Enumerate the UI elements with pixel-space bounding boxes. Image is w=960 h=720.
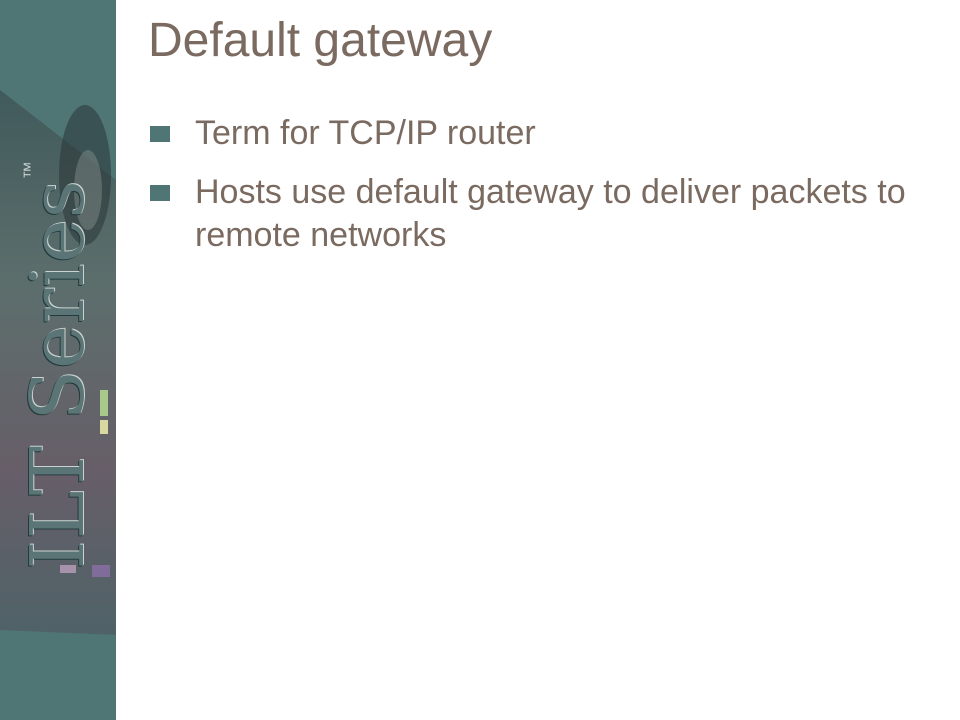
slide-title: Default gateway <box>148 14 493 67</box>
bullet-item: Hosts use default gateway to deliver pac… <box>150 171 930 257</box>
square-bullet-icon <box>150 185 170 202</box>
bullet-list: Term for TCP/IP router Hosts use default… <box>150 112 930 274</box>
banner-texture-graphic <box>0 90 116 635</box>
bullet-text: Term for TCP/IP router <box>195 114 536 152</box>
ilt-series-logo: ILT Series™ <box>15 160 101 570</box>
trademark-symbol: ™ <box>20 160 40 180</box>
square-bullet-icon <box>150 126 170 142</box>
bullet-item: Term for TCP/IP router <box>150 112 930 155</box>
bullet-text: Hosts use default gateway to deliver pac… <box>195 173 906 255</box>
sidebar-banner: ILT Series™ <box>0 0 116 720</box>
